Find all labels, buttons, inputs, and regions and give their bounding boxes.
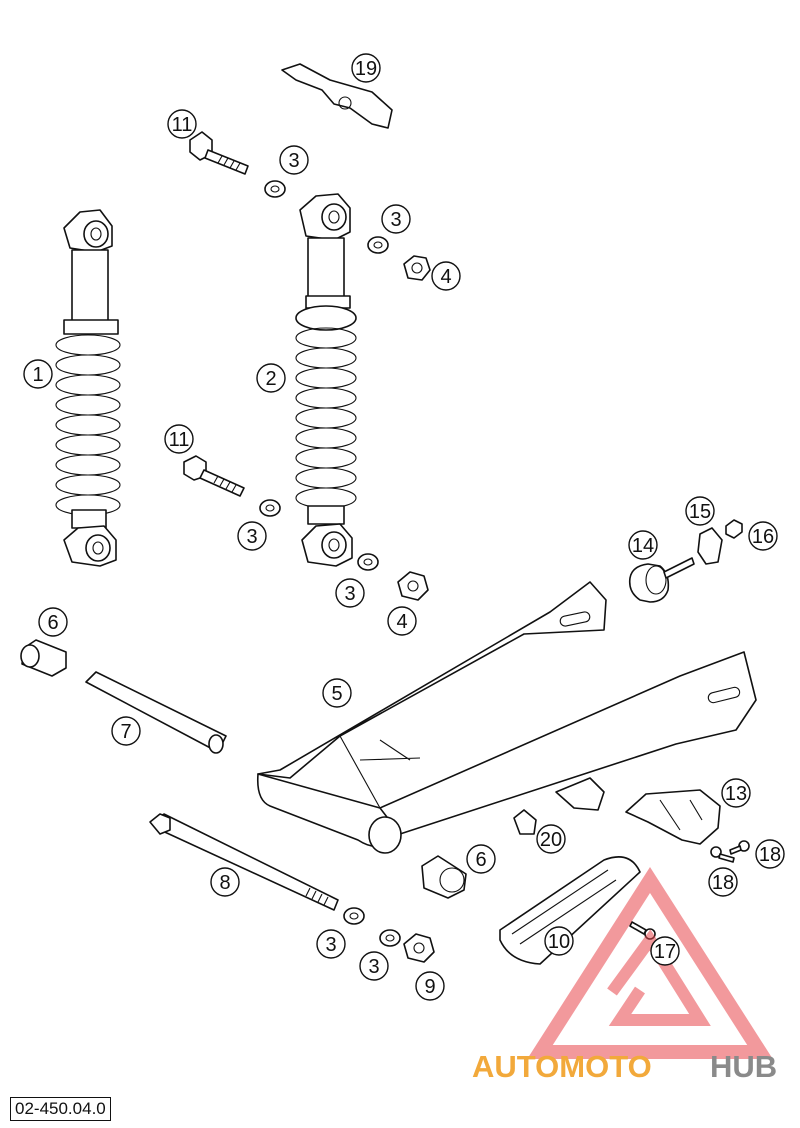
- part-3-washer: [379, 929, 401, 947]
- part-18-screw: [710, 846, 735, 863]
- watermark-brand-hub: HUB: [710, 1049, 777, 1084]
- callout-6: 6: [466, 844, 496, 874]
- part-1-shock-absorber: [55, 209, 121, 567]
- callout-1: 1: [23, 359, 53, 389]
- callout-label: 14: [632, 535, 654, 557]
- callout-14: 14: [628, 530, 658, 560]
- callout-label: 1: [32, 364, 43, 386]
- part-4-nut: [403, 255, 431, 281]
- callout-9: 9: [415, 971, 445, 1001]
- part-3-washer: [343, 907, 365, 925]
- callout-label: 10: [548, 931, 570, 953]
- watermark-brand-automoto: AUTOMOTO: [472, 1049, 652, 1084]
- callout-label: 20: [540, 829, 562, 851]
- callout-label: 4: [396, 611, 407, 633]
- callout-20: 20: [536, 824, 566, 854]
- part-6-bushing: [20, 639, 67, 677]
- callout-18: 18: [708, 867, 738, 897]
- part-2-shock-absorber: [295, 193, 357, 567]
- callout-label: 3: [246, 526, 257, 548]
- callout-label: 11: [169, 429, 190, 451]
- callout-8: 8: [210, 867, 240, 897]
- part-10-chain-slider: [499, 856, 641, 965]
- part-6-bushing: [421, 855, 467, 899]
- callout-label: 17: [654, 941, 676, 963]
- callout-4: 4: [387, 606, 417, 636]
- callout-7: 7: [111, 716, 141, 746]
- callout-11: 11: [164, 424, 194, 454]
- callout-label: 3: [325, 934, 336, 956]
- callout-3: 3: [316, 929, 346, 959]
- callout-13: 13: [721, 778, 751, 808]
- part-3-washer: [367, 236, 389, 254]
- callout-label: 11: [172, 114, 193, 136]
- callout-label: 6: [47, 612, 58, 634]
- callout-label: 6: [475, 849, 486, 871]
- callout-label: 3: [288, 150, 299, 172]
- callout-label: 5: [331, 683, 342, 705]
- diagram-reference-code: 02-450.04.0: [10, 1097, 111, 1121]
- part-7-tube: [85, 671, 227, 754]
- callout-11: 11: [167, 109, 197, 139]
- part-3-washer: [264, 180, 286, 198]
- callout-label: 18: [712, 872, 734, 894]
- callout-label: 2: [265, 368, 276, 390]
- callout-label: 16: [752, 526, 774, 548]
- part-11-bolt-middle: [183, 455, 245, 497]
- part-18-screw: [729, 840, 750, 855]
- part-20-spacer: [513, 809, 537, 835]
- callout-label: 3: [368, 956, 379, 978]
- callout-15: 15: [685, 496, 715, 526]
- callout-3: 3: [359, 951, 389, 981]
- callout-label: 19: [355, 58, 377, 80]
- part-4-nut: [397, 571, 429, 601]
- callout-18: 18: [755, 839, 785, 869]
- part-11-bolt-top: [189, 131, 249, 175]
- callout-label: 4: [440, 266, 451, 288]
- callout-10: 10: [544, 926, 574, 956]
- part-9-nut: [403, 933, 435, 963]
- part-3-washer: [259, 499, 281, 517]
- callout-label: 8: [219, 872, 230, 894]
- callout-4: 4: [431, 261, 461, 291]
- callout-16: 16: [748, 521, 778, 551]
- callout-label: 3: [390, 209, 401, 231]
- callout-label: 9: [424, 976, 435, 998]
- part-5-swingarm: [256, 581, 757, 854]
- callout-3: 3: [237, 521, 267, 551]
- callout-layer: 1 2 3 3 3 3 3 3 4 4 5 6 6 7 8 9 10 11 11 13 14 15 16 17 18 18 19 20: [23, 53, 785, 1001]
- part-19-bracket: [281, 63, 393, 129]
- callout-3: 3: [381, 204, 411, 234]
- callout-label: 7: [120, 721, 131, 743]
- callout-6: 6: [38, 607, 68, 637]
- callout-2: 2: [256, 363, 286, 393]
- part-8-axle: [149, 813, 339, 911]
- part-3-washer: [357, 553, 379, 571]
- callout-label: 15: [689, 501, 711, 523]
- callout-19: 19: [351, 53, 381, 83]
- callout-label: 3: [344, 583, 355, 605]
- callout-5: 5: [322, 678, 352, 708]
- part-14-bumper: [628, 557, 695, 603]
- callout-3: 3: [279, 145, 309, 175]
- callout-label: 18: [759, 844, 781, 866]
- callout-17: 17: [650, 936, 680, 966]
- callout-label: 13: [725, 783, 747, 805]
- watermark-logo: [527, 867, 773, 1059]
- callout-3: 3: [335, 578, 365, 608]
- part-15-bracket: [697, 527, 723, 565]
- part-16-nut: [725, 519, 743, 539]
- part-13-chain-guide: [625, 789, 721, 845]
